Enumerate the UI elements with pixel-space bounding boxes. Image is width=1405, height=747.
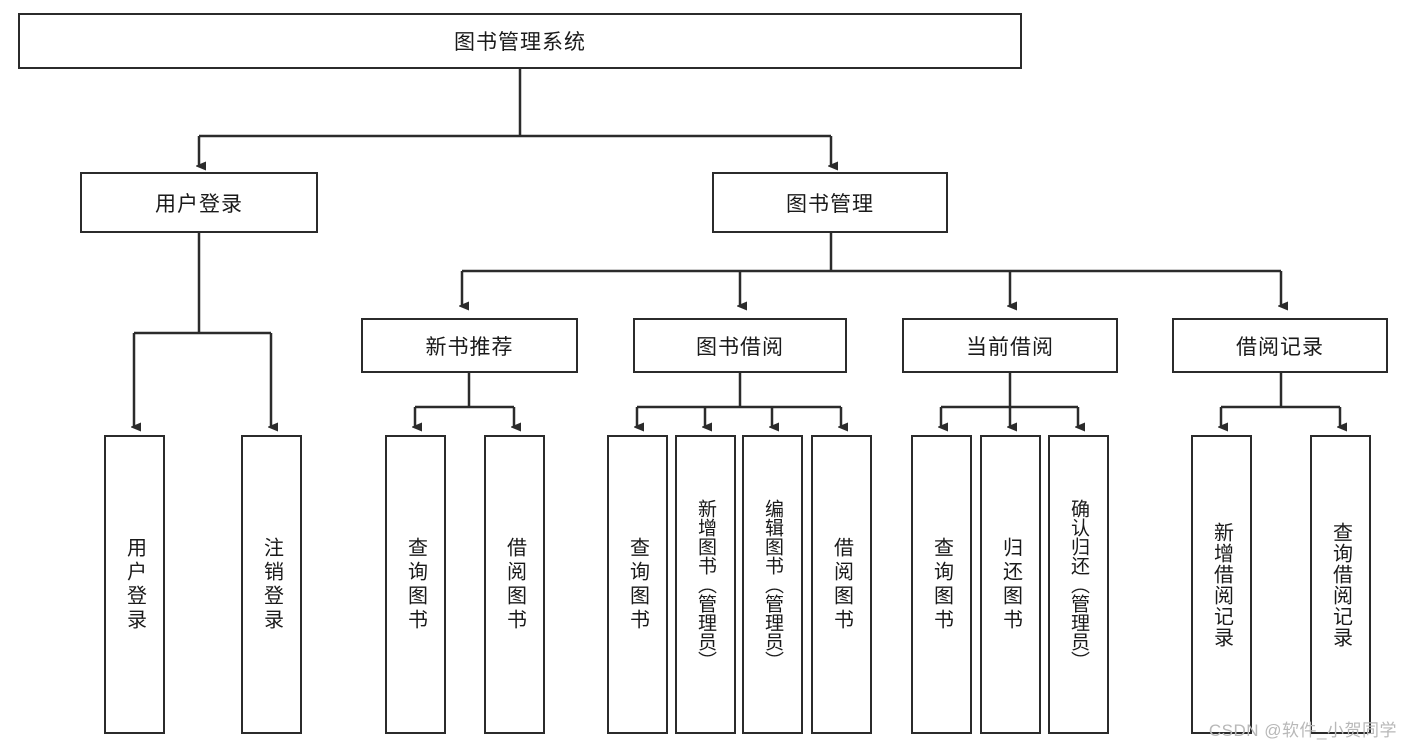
- leaf-current-return-book[interactable]: 归还图书: [980, 435, 1041, 734]
- node-label: 查询图书: [404, 536, 427, 633]
- node-label: 当前借阅: [966, 335, 1054, 359]
- node-label: 新书推荐: [425, 335, 514, 359]
- watermark-text: CSDN @软件_小贺同学: [1208, 721, 1397, 740]
- leaf-record-add-record[interactable]: 新增借阅记录: [1191, 435, 1252, 734]
- node-label: 图书借阅: [696, 335, 784, 359]
- leaf-borrow-add-book-admin[interactable]: 新增图书（管理员）: [675, 435, 736, 734]
- node-label: 借阅图书: [503, 536, 526, 633]
- node-label: 借阅图书: [830, 536, 853, 633]
- node-book-management[interactable]: 图书管理: [712, 172, 948, 233]
- node-label: 查询图书: [930, 536, 953, 633]
- node-label: 查询图书: [626, 536, 649, 633]
- node-label: 借阅记录: [1236, 335, 1324, 359]
- node-label: 用户登录: [123, 536, 146, 633]
- leaf-borrow-query-book[interactable]: 查询图书: [607, 435, 668, 734]
- leaf-borrow-borrow-book[interactable]: 借阅图书: [811, 435, 872, 734]
- leaf-user-logout[interactable]: 注销登录: [241, 435, 302, 734]
- node-label: 查询借阅记录: [1329, 521, 1352, 648]
- node-label: 编辑图书（管理员）: [762, 499, 783, 670]
- node-current-borrow[interactable]: 当前借阅: [902, 318, 1118, 373]
- node-root-system[interactable]: 图书管理系统: [18, 13, 1022, 69]
- node-label: 新增图书（管理员）: [695, 499, 716, 670]
- leaf-recommend-borrow-book[interactable]: 借阅图书: [484, 435, 545, 734]
- leaf-current-query-book[interactable]: 查询图书: [911, 435, 972, 734]
- node-book-borrow[interactable]: 图书借阅: [633, 318, 847, 373]
- node-label: 用户登录: [155, 192, 243, 216]
- leaf-recommend-query-book[interactable]: 查询图书: [385, 435, 446, 734]
- node-user-login[interactable]: 用户登录: [80, 172, 318, 233]
- node-label: 归还图书: [999, 536, 1022, 633]
- leaf-borrow-edit-book-admin[interactable]: 编辑图书（管理员）: [742, 435, 803, 734]
- node-label: 图书管理系统: [454, 31, 586, 54]
- node-label: 图书管理: [786, 192, 874, 216]
- leaf-current-confirm-return-admin[interactable]: 确认归还（管理员）: [1048, 435, 1109, 734]
- node-borrow-record[interactable]: 借阅记录: [1172, 318, 1388, 373]
- leaf-record-query-record[interactable]: 查询借阅记录: [1310, 435, 1371, 734]
- node-label: 确认归还（管理员）: [1068, 499, 1089, 670]
- node-label: 注销登录: [260, 536, 283, 633]
- leaf-user-login[interactable]: 用户登录: [104, 435, 165, 734]
- node-new-book-recommend[interactable]: 新书推荐: [361, 318, 578, 373]
- node-label: 新增借阅记录: [1210, 521, 1233, 648]
